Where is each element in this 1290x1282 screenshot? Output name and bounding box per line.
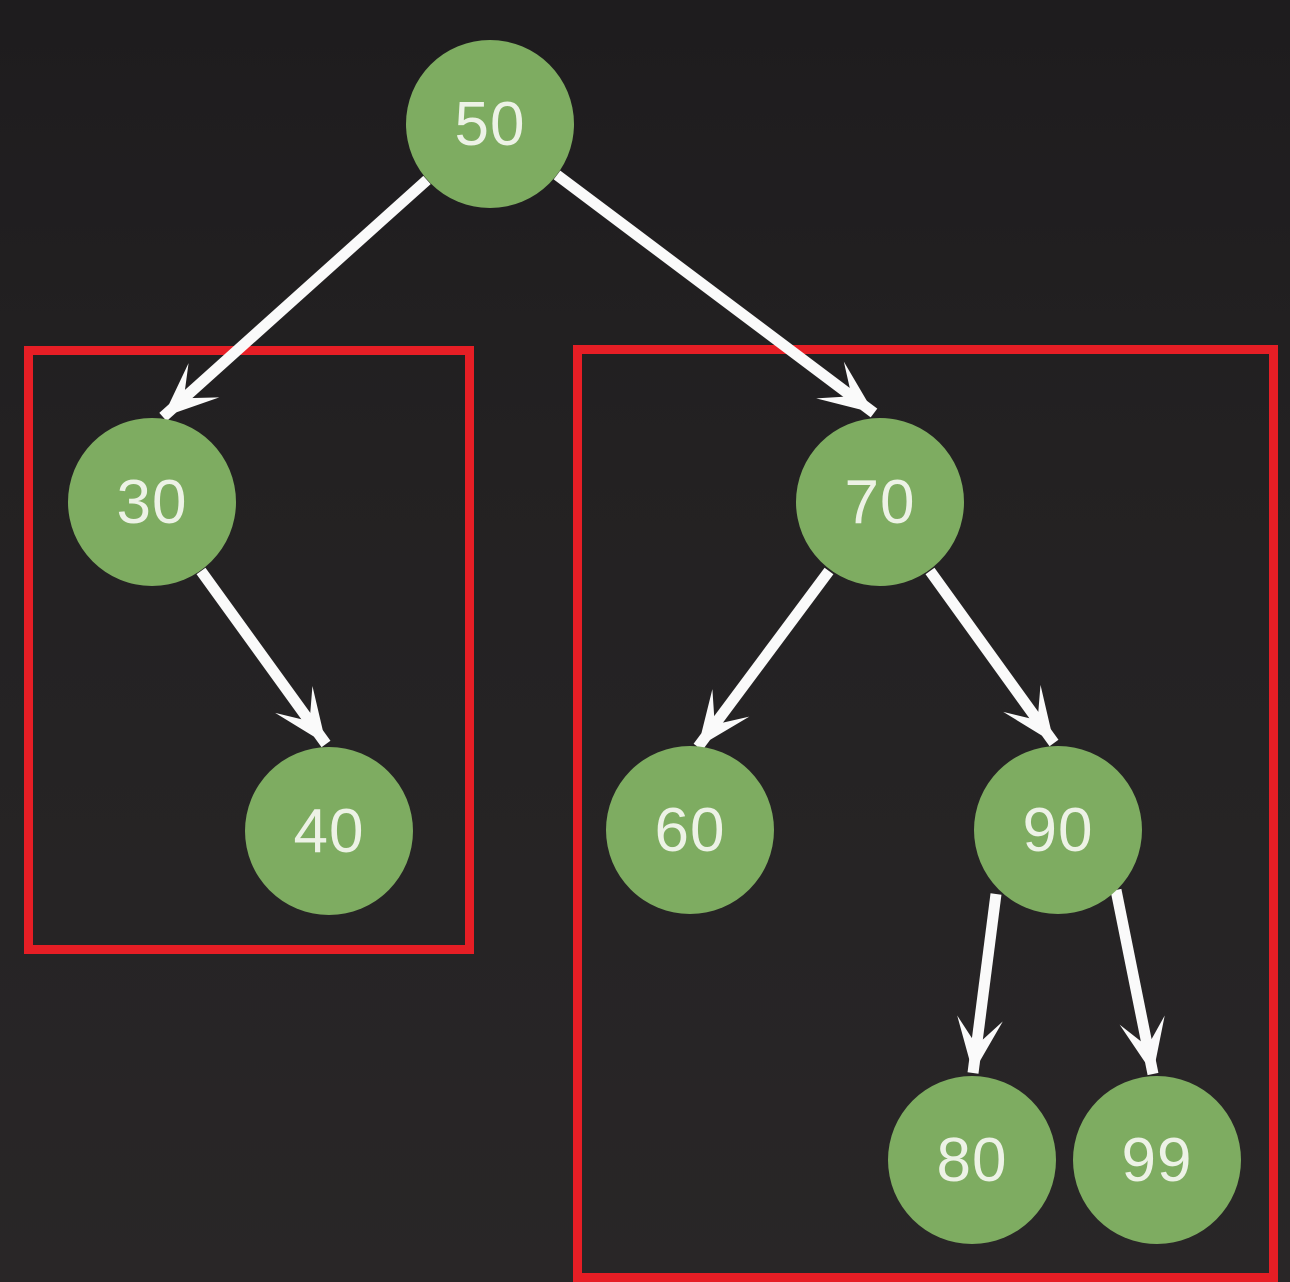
node-label: 90 <box>1022 795 1094 865</box>
node-label: 99 <box>1121 1125 1193 1195</box>
node-label: 30 <box>116 467 188 537</box>
tree-node-30: 30 <box>68 418 236 586</box>
node-label: 70 <box>844 467 916 537</box>
edge-arrow-90-80 <box>957 893 1003 1074</box>
edge-arrow-50-70 <box>553 170 878 418</box>
node-label: 60 <box>654 795 726 865</box>
edge-arrow-70-90 <box>925 567 1059 747</box>
edge-arrow-70-60 <box>693 567 834 751</box>
node-label: 50 <box>454 89 526 159</box>
tree-node-50: 50 <box>406 40 574 208</box>
edge-arrow-90-99 <box>1110 888 1165 1076</box>
tree-node-80: 80 <box>888 1076 1056 1244</box>
tree-node-40: 40 <box>245 747 413 915</box>
right-subtree-highlight-box <box>573 345 1278 1282</box>
edge-arrow-50-30 <box>159 175 431 422</box>
tree-node-99: 99 <box>1073 1076 1241 1244</box>
tree-node-90: 90 <box>974 746 1142 914</box>
node-label: 40 <box>293 796 365 866</box>
tree-node-70: 70 <box>796 418 964 586</box>
edge-arrow-30-40 <box>196 567 331 748</box>
node-label: 80 <box>936 1125 1008 1195</box>
tree-node-60: 60 <box>606 746 774 914</box>
left-subtree-highlight-box <box>24 346 474 954</box>
